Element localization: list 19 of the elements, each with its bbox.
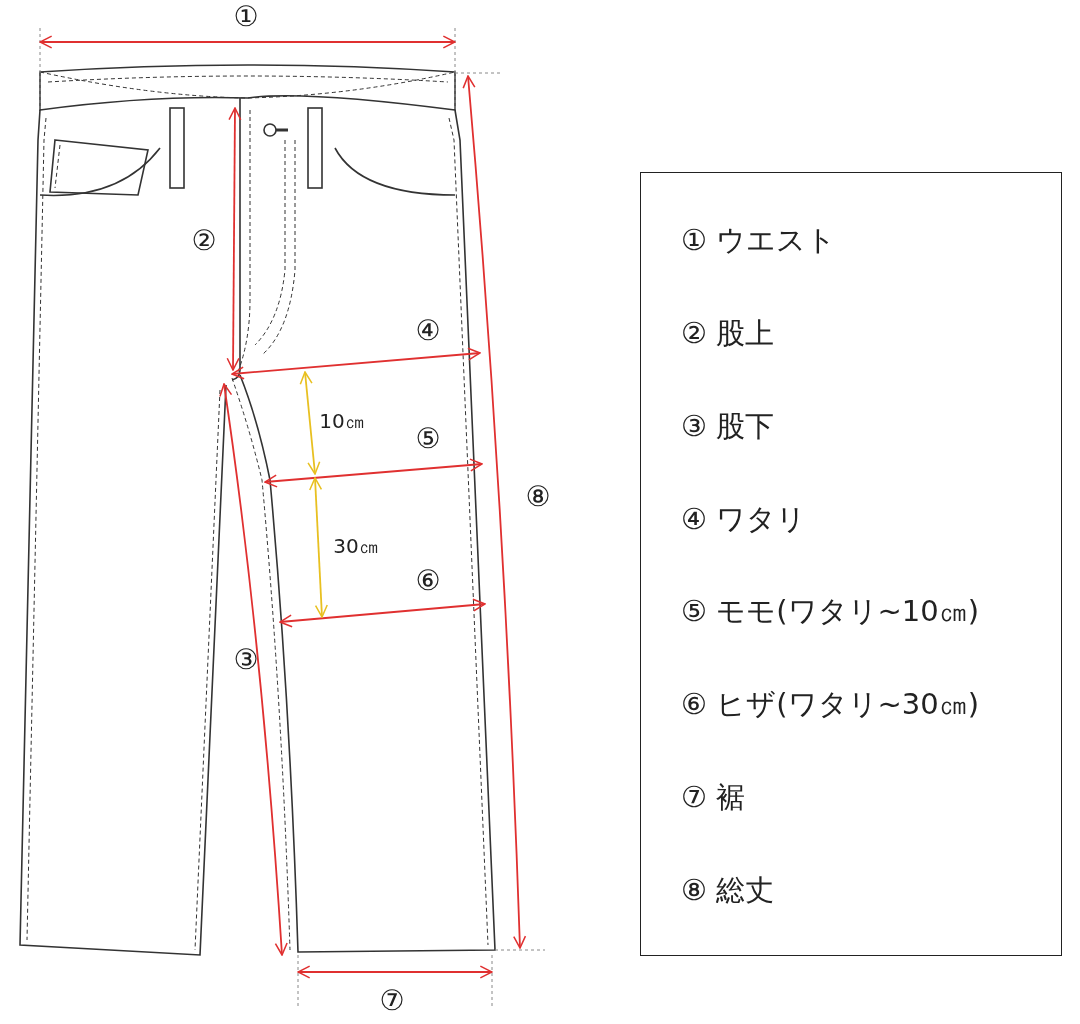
- callout-number: ⑧: [525, 483, 551, 511]
- callout-number: ⑤: [415, 425, 441, 453]
- legend-text: ④ ワタリ: [681, 501, 807, 537]
- callout-number: ③: [233, 646, 259, 674]
- callout-number: ⑦: [379, 987, 405, 1015]
- legend-text: ⑧ 総丈: [681, 873, 775, 908]
- legend-text: ① ウエスト: [681, 223, 837, 258]
- legend-text: ⑦ 裾: [681, 780, 746, 815]
- legend-text: ② 股上: [681, 315, 775, 351]
- legend-box: [640, 172, 1062, 956]
- callout-number: ②: [191, 227, 217, 255]
- callout-number: ①: [233, 3, 259, 31]
- callout-number: ⑥: [415, 567, 441, 595]
- dimension-label: 30㎝: [333, 536, 379, 556]
- callout-number: ④: [415, 317, 441, 345]
- legend-text: ⑤ モモ(ワタリ~10㎝): [681, 594, 980, 630]
- legend-text: ⑥ ヒザ(ワタリ~30㎝): [681, 687, 980, 723]
- dimension-label: 10㎝: [319, 411, 365, 431]
- legend-text: ③ 股下: [681, 408, 775, 444]
